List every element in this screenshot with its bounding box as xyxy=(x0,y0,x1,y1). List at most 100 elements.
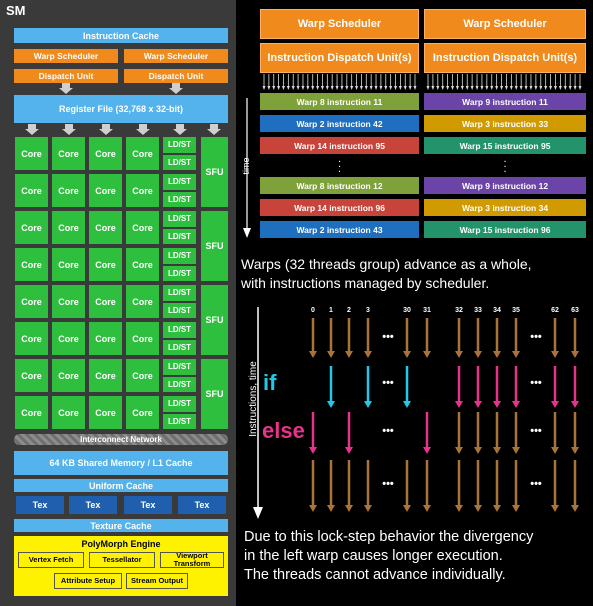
arrow-down-icon xyxy=(504,86,508,90)
arrow-down-icon xyxy=(451,86,455,90)
arrow-down-icon xyxy=(398,86,402,90)
divergence-line2: in the left warp causes longer execution… xyxy=(244,548,503,564)
core-unit: Core xyxy=(89,396,122,429)
arrow-down-icon xyxy=(441,86,445,90)
sfu-unit: SFU xyxy=(201,211,228,281)
attribute-setup: Attribute Setup xyxy=(54,573,122,589)
arrow-down-icon xyxy=(426,86,430,90)
ldst-unit: LD/ST xyxy=(163,359,196,375)
arrow-down-icon xyxy=(568,86,572,90)
arrow-down-icon xyxy=(573,86,577,90)
core-unit: Core xyxy=(126,396,159,429)
vertical-ellipsis-right: ... xyxy=(503,152,507,175)
ellipsis: ••• xyxy=(382,478,394,490)
arrow-down-icon xyxy=(553,86,557,90)
arrow-down-icon xyxy=(549,86,553,90)
arrow-down-icon xyxy=(316,86,320,90)
core-unit: Core xyxy=(126,322,159,355)
arrow-icon xyxy=(25,124,39,135)
arrow-down-icon xyxy=(493,505,501,512)
dispatch-unit-box-left: Instruction Dispatch Unit(s) xyxy=(260,43,419,73)
ellipsis: ••• xyxy=(530,425,542,437)
arrow-down-icon xyxy=(267,86,271,90)
arrow-down-icon xyxy=(571,401,579,408)
dispatch-unit-right: Dispatch Unit xyxy=(124,69,228,83)
arrow-down-icon xyxy=(534,86,538,90)
arrow-down-icon xyxy=(301,86,305,90)
warp-instruction: Warp 15 instruction 95 xyxy=(424,137,586,154)
arrow-down-icon xyxy=(355,86,359,90)
arrow-down-icon xyxy=(262,86,266,90)
core-unit: Core xyxy=(89,137,122,170)
warp-instruction: Warp 8 instruction 11 xyxy=(260,93,419,110)
arrow-icon xyxy=(59,83,73,94)
core-unit: Core xyxy=(52,396,85,429)
vertex-fetch: Vertex Fetch xyxy=(18,552,84,568)
ellipsis: ••• xyxy=(382,377,394,389)
ellipsis: ••• xyxy=(382,425,394,437)
warp-instruction: Warp 3 instruction 34 xyxy=(424,199,586,216)
warp-instruction: Warp 3 instruction 33 xyxy=(424,115,586,132)
arrow-down-icon xyxy=(455,401,463,408)
thread-number: 0 xyxy=(311,307,315,314)
warp-instruction: Warp 9 instruction 11 xyxy=(424,93,586,110)
thread-number: 33 xyxy=(474,307,482,314)
ellipsis: ••• xyxy=(530,478,542,490)
interconnect-network: Interconnect Network xyxy=(14,434,228,445)
arrow-down-icon xyxy=(455,351,463,358)
ldst-unit: LD/ST xyxy=(163,302,196,318)
core-unit: Core xyxy=(52,322,85,355)
arrow-down-icon xyxy=(345,351,353,358)
arrow-icon xyxy=(136,124,150,135)
arrow-down-icon xyxy=(493,447,501,454)
core-unit: Core xyxy=(52,359,85,392)
warp-instruction: Warp 9 instruction 12 xyxy=(424,177,586,194)
arrow-down-icon xyxy=(296,86,300,90)
core-unit: Core xyxy=(15,174,48,207)
arrow-down-icon xyxy=(364,401,372,408)
ldst-unit: LD/ST xyxy=(163,211,196,227)
thread-number: 3 xyxy=(366,307,370,314)
arrow-down-icon xyxy=(539,86,543,90)
arrow-down-icon xyxy=(309,351,317,358)
arrow-icon xyxy=(62,124,76,135)
arrow-icon xyxy=(99,124,113,135)
arrow-down-icon xyxy=(384,86,388,90)
warp-scheduler-box-right: Warp Scheduler xyxy=(424,9,586,39)
core-unit: Core xyxy=(89,248,122,281)
arrow-down-icon xyxy=(519,86,523,90)
arrow-down-icon xyxy=(512,505,520,512)
arrow-down-icon xyxy=(272,86,276,90)
arrow-down-icon xyxy=(253,507,263,519)
arrow-down-icon xyxy=(558,86,562,90)
arrow-down-icon xyxy=(490,86,494,90)
core-unit: Core xyxy=(89,322,122,355)
core-unit: Core xyxy=(15,359,48,392)
down-arrow-icons xyxy=(59,83,183,94)
arrow-down-icon xyxy=(243,228,251,238)
thread-number: 62 xyxy=(551,307,559,314)
arrow-down-icon xyxy=(403,86,407,90)
arrow-down-icon xyxy=(340,86,344,90)
warps-description-line2: with instructions managed by scheduler. xyxy=(241,275,490,291)
thread-number: 32 xyxy=(455,307,463,314)
arrow-down-icon xyxy=(493,351,501,358)
arrow-down-icon xyxy=(474,351,482,358)
arrow-down-icon xyxy=(345,86,349,90)
arrow-down-icon xyxy=(465,86,469,90)
core-unit: Core xyxy=(15,248,48,281)
dispatch-fan-arrows xyxy=(262,74,582,90)
tessellator: Tessellator xyxy=(89,552,155,568)
arrow-down-icon xyxy=(551,447,559,454)
arrow-down-icon xyxy=(413,86,417,90)
thread-number: 31 xyxy=(423,307,431,314)
warp-scheduler-right: Warp Scheduler xyxy=(124,49,228,63)
warp-scheduler-left: Warp Scheduler xyxy=(14,49,118,63)
arrow-down-icon xyxy=(551,401,559,408)
ldst-unit: LD/ST xyxy=(163,191,196,207)
core-unit: Core xyxy=(15,211,48,244)
core-unit: Core xyxy=(126,359,159,392)
ldst-unit: LD/ST xyxy=(163,396,196,412)
arrow-down-icon xyxy=(544,86,548,90)
